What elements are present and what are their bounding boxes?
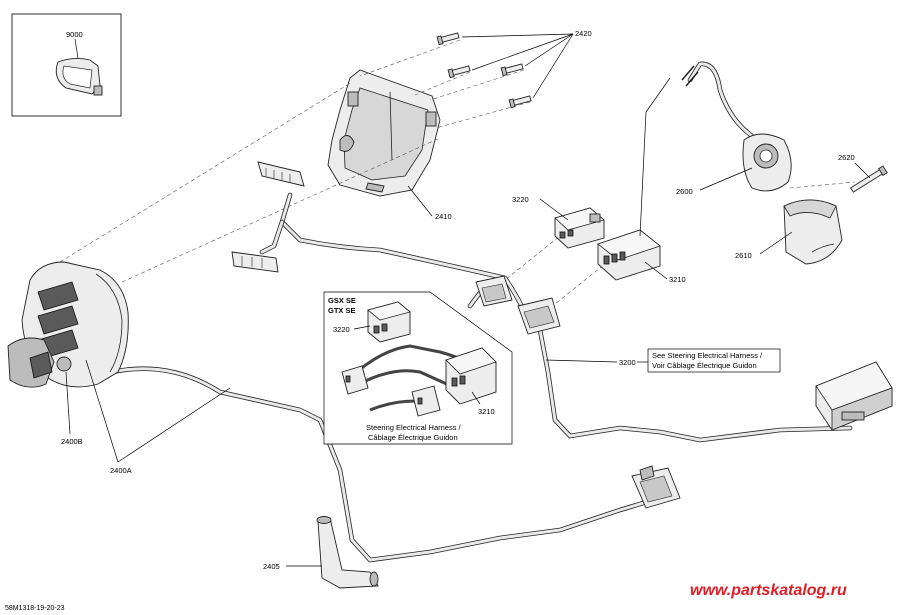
callout-9000: 9000 xyxy=(66,30,83,39)
leader-2420-d xyxy=(532,33,574,99)
callout-3210: 3210 xyxy=(669,275,686,284)
leader-inset-3210 xyxy=(471,391,481,405)
watermark: www.partskatalog.ru xyxy=(690,582,847,599)
leader-2620 xyxy=(854,162,871,179)
handlebar-switch-assembly[interactable] xyxy=(7,261,129,388)
leader-2420-c xyxy=(524,33,574,67)
note-line2: Voir Câblage Électrique Guidon xyxy=(652,361,757,370)
inset-model-line2: GTX SE xyxy=(328,306,356,315)
harness-plug-bottom[interactable] xyxy=(631,465,681,509)
leader-inset-3220 xyxy=(353,325,371,330)
callout-3220: 3220 xyxy=(512,195,529,204)
callout-2410: 2410 xyxy=(435,212,452,221)
steering-harness-wires xyxy=(109,192,853,563)
pin-2620[interactable] xyxy=(850,165,888,193)
leader-2600-cable-top xyxy=(645,77,671,113)
leader-2420-a xyxy=(461,33,574,38)
inset-plugs[interactable] xyxy=(341,365,441,417)
callout-inset-3220: 3220 xyxy=(333,325,350,334)
callout-inset-3210: 3210 xyxy=(478,407,495,416)
part-9000-frame xyxy=(11,13,122,117)
inset-caption-line1: Steering Electrical Harness / xyxy=(366,423,462,432)
leader-3220 xyxy=(539,198,569,221)
harness-connector-lower[interactable] xyxy=(231,251,279,273)
leader-2420-b xyxy=(471,33,574,71)
part-9000-clip[interactable] xyxy=(55,57,103,96)
inset-caption-line2: Câblage Électrique Guidon xyxy=(368,433,458,442)
leader-3200 xyxy=(545,359,618,363)
leader-2400a-1 xyxy=(85,359,119,463)
harness-plug-a[interactable] xyxy=(475,275,513,307)
inset-connector-3210[interactable] xyxy=(445,347,497,405)
electronic-module[interactable] xyxy=(815,361,893,431)
tube-2405[interactable] xyxy=(316,516,379,589)
harness-plug-b[interactable] xyxy=(517,297,561,335)
diagram-code: 58M1318-19-20-23 xyxy=(5,605,65,612)
leader-2400a-2 xyxy=(117,387,231,463)
note-line1: See Steering Electrical Harness / xyxy=(652,351,763,360)
leader-2600-cable xyxy=(639,111,647,237)
callout-3200: 3200 xyxy=(619,358,636,367)
callout-2610: 2610 xyxy=(735,251,752,260)
leader-2410 xyxy=(407,185,433,217)
assembly-guide-lines xyxy=(59,39,856,317)
leader-2610 xyxy=(759,231,793,255)
housing-2410[interactable] xyxy=(327,69,441,197)
callout-2405: 2405 xyxy=(263,562,280,571)
leader-3210 xyxy=(644,261,668,280)
callout-2400b: 2400B xyxy=(61,437,83,446)
inset-connector-3220[interactable] xyxy=(367,301,411,343)
inset-model-line1: GSX SE xyxy=(328,296,356,305)
switch-2600[interactable] xyxy=(681,61,792,192)
connector-3210[interactable] xyxy=(597,229,661,281)
connector-3220[interactable] xyxy=(554,207,605,249)
callout-2420: 2420 xyxy=(575,29,592,38)
screw-group-2420[interactable] xyxy=(436,31,532,109)
callout-2400a: 2400A xyxy=(110,466,132,475)
harness-connector-upper[interactable] xyxy=(257,161,305,187)
callout-2620: 2620 xyxy=(838,153,855,162)
callout-2600: 2600 xyxy=(676,187,693,196)
leader-2600 xyxy=(699,167,753,191)
leader-9000 xyxy=(74,38,79,59)
cover-2610[interactable] xyxy=(783,199,843,265)
leader-2400b xyxy=(65,371,71,435)
note-box xyxy=(647,348,781,373)
